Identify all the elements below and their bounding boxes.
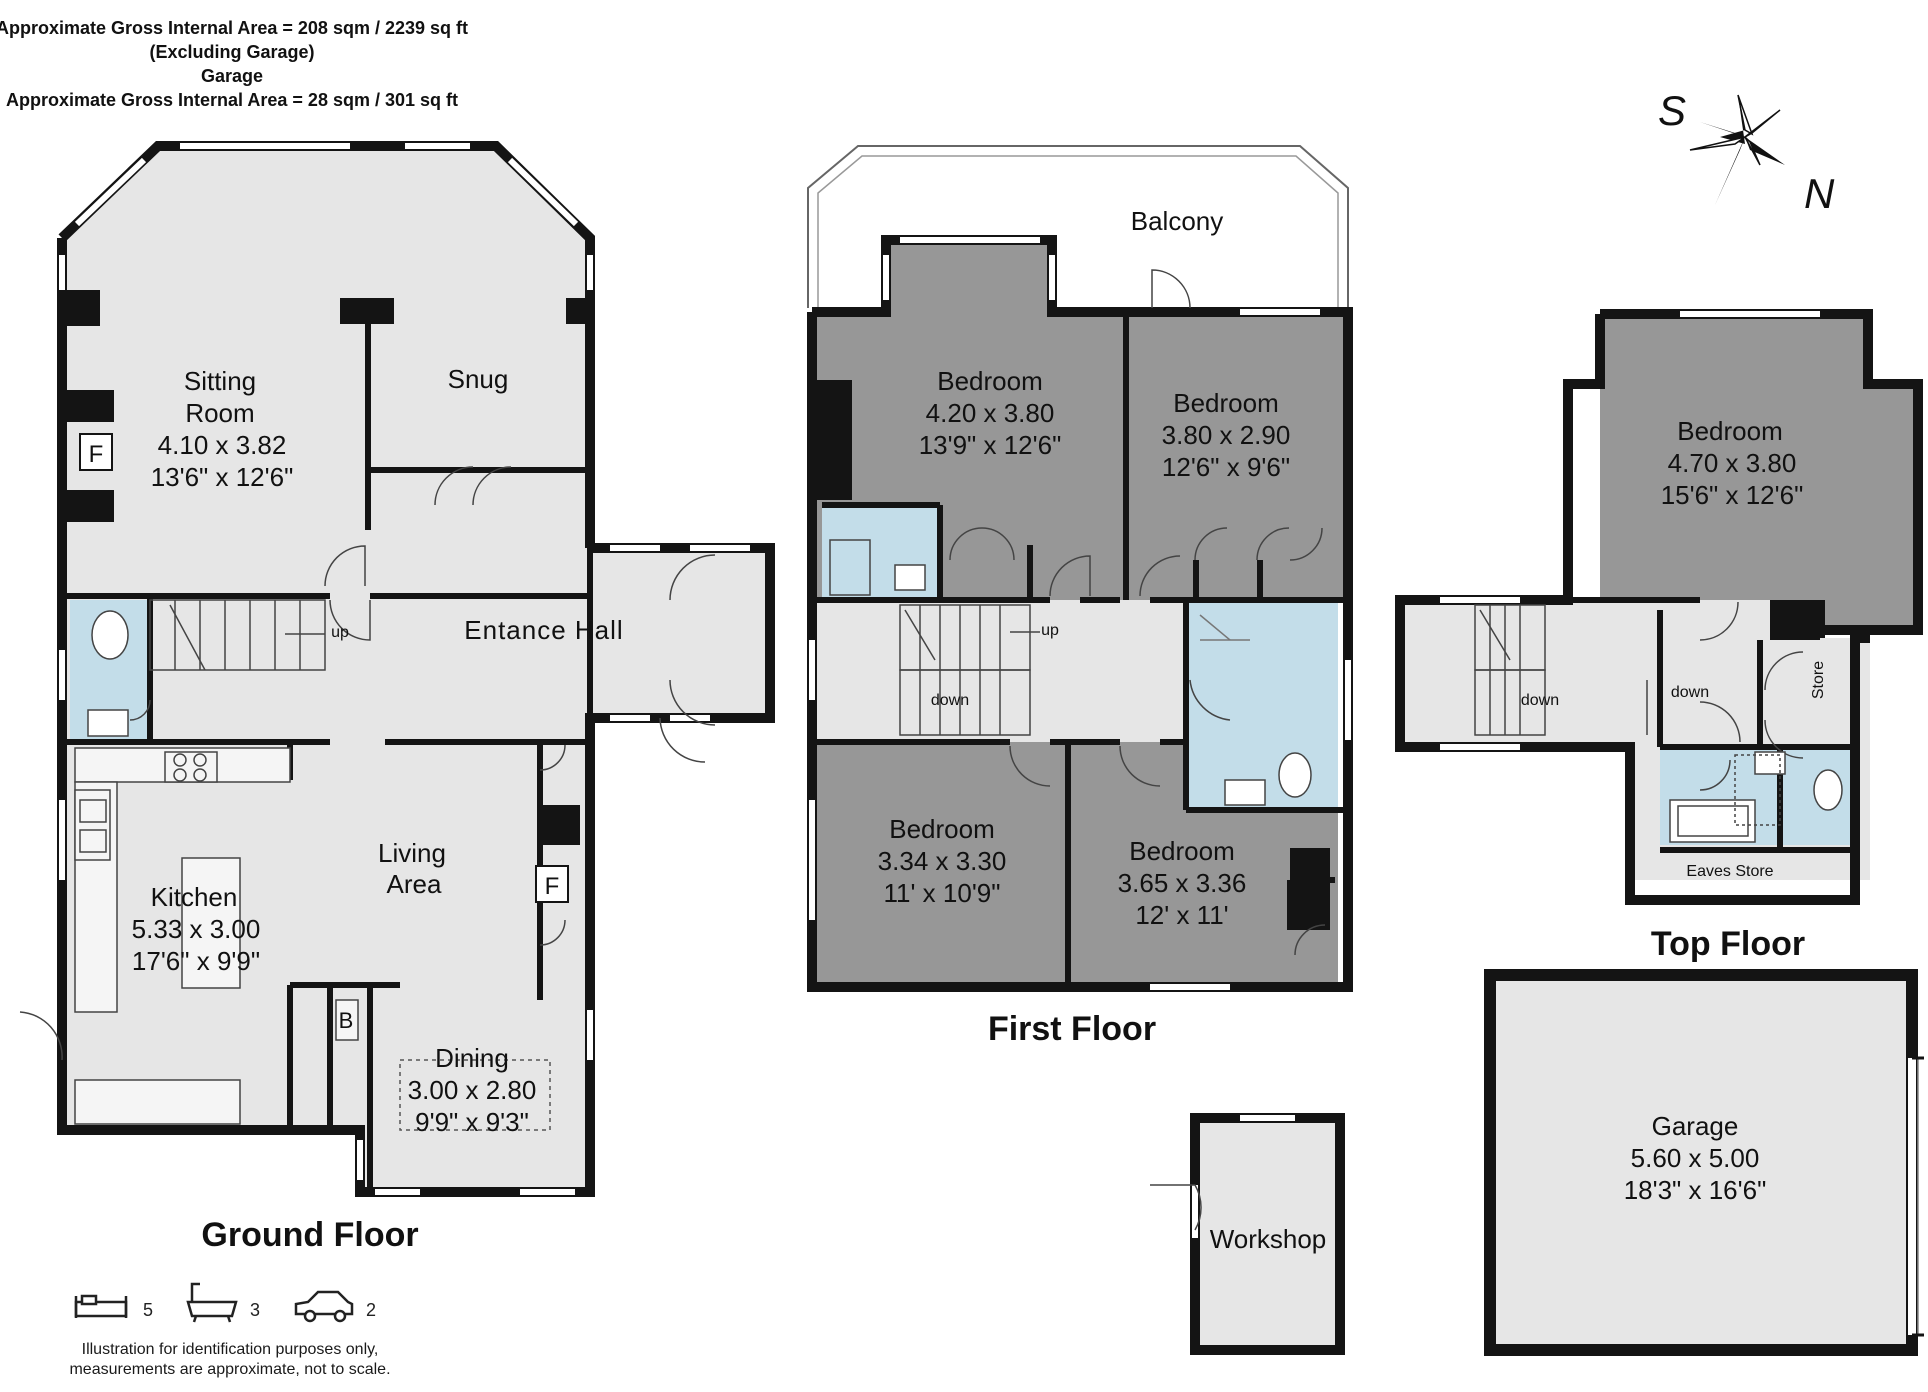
top-bedroom-label: Bedroom [1677,416,1783,446]
compass-south-label: S [1658,87,1686,134]
ground-floor-plan [19,141,775,1197]
area-line-3: Garage [201,66,263,86]
car-count: 2 [366,1300,376,1320]
dining-label: Dining [435,1043,509,1073]
bedroom-2-metric: 3.80 x 2.90 [1162,420,1291,450]
car-icon [294,1290,354,1323]
bedroom-2-imperial: 12'6" x 9'6" [1162,452,1290,482]
bedroom-1-imperial: 13'9" x 12'6" [919,430,1062,460]
bedroom-1-label: Bedroom [937,366,1043,396]
kitchen-imperial: 17'6" x 9'9" [132,946,260,976]
garage-imperial: 18'3" x 16'6" [1624,1175,1767,1205]
kitchen-metric: 5.33 x 3.00 [132,914,261,944]
workshop-label: Workshop [1210,1224,1327,1254]
bedroom-3-metric: 3.34 x 3.30 [878,846,1007,876]
ground-stairs-up-label: up [331,624,349,641]
disclaimer-line-1: Illustration for identification purposes… [81,1341,379,1358]
store-label: Store [1810,661,1827,699]
area-line-1: Approximate Gross Internal Area = 208 sq… [0,18,468,38]
bath-icon [186,1282,238,1323]
kitchen-label: Kitchen [151,882,238,912]
top-bedroom-imperial: 15'6" x 12'6" [1661,480,1804,510]
bath-count: 3 [250,1300,260,1320]
living-area-label-2: Area [387,869,442,899]
bedroom-4-imperial: 12' x 11' [1135,900,1228,930]
sitting-room-label-1: Sitting [184,366,256,396]
top-bedroom-metric: 4.70 x 3.80 [1668,448,1797,478]
disclaimer: Illustration for identification purposes… [60,1340,400,1380]
bedroom-3-imperial: 11' x 10'9" [884,878,1001,908]
garage-metric: 5.60 x 5.00 [1631,1143,1760,1173]
bedroom-3-label: Bedroom [889,814,995,844]
bedroom-1-metric: 4.20 x 3.80 [926,398,1055,428]
first-floor-title: First Floor [988,1010,1156,1048]
boiler-label: B [339,1008,354,1033]
bedroom-4-label: Bedroom [1129,836,1235,866]
disclaimer-line-2: measurements are approximate, not to sca… [69,1361,391,1378]
eaves-store-label: Eaves Store [1686,863,1773,880]
dining-imperial: 9'9" x 9'3" [415,1107,529,1137]
sitting-room-metric: 4.10 x 3.82 [158,430,287,460]
top-stairs-down-label-1: down [1521,692,1559,709]
bedroom-2-label: Bedroom [1173,388,1279,418]
top-stairs-down-label-2: down [1671,684,1709,701]
bed-count: 5 [143,1300,153,1320]
first-floor-plan [807,145,1353,992]
living-fireplace-label: F [545,873,560,900]
entrance-hall-label: Entance Hall [464,615,623,645]
garage-plan [1484,969,1924,1356]
sitting-room-imperial: 13'6" x 12'6" [151,462,294,492]
area-line-2: (Excluding Garage) [149,42,314,62]
balcony-label: Balcony [1131,206,1224,236]
legend: 5 3 2 [74,1282,376,1323]
snug-label: Snug [448,364,509,394]
ground-floor-fill [62,146,770,1192]
first-stairs-up-label: up [1041,622,1059,639]
top-floor-title: Top Floor [1651,925,1805,963]
sitting-fireplace-label: F [89,441,104,468]
ground-floor-title: Ground Floor [201,1216,418,1254]
top-floor-plan [1395,309,1923,905]
sitting-room-label-2: Room [185,398,254,428]
area-line-4: Approximate Gross Internal Area = 28 sqm… [6,90,458,110]
bedroom-4-metric: 3.65 x 3.36 [1118,868,1247,898]
balcony-outline [807,145,1349,308]
dining-metric: 3.00 x 2.80 [408,1075,537,1105]
compass-icon: S N [1658,87,1835,217]
living-area-label-1: Living [378,838,446,868]
area-summary: Approximate Gross Internal Area = 208 sq… [0,18,468,110]
bed-icon [74,1294,128,1318]
workshop-plan [1150,1113,1345,1355]
compass-north-label: N [1804,170,1835,217]
garage-label: Garage [1652,1111,1739,1141]
first-stairs-down-label: down [931,692,969,709]
